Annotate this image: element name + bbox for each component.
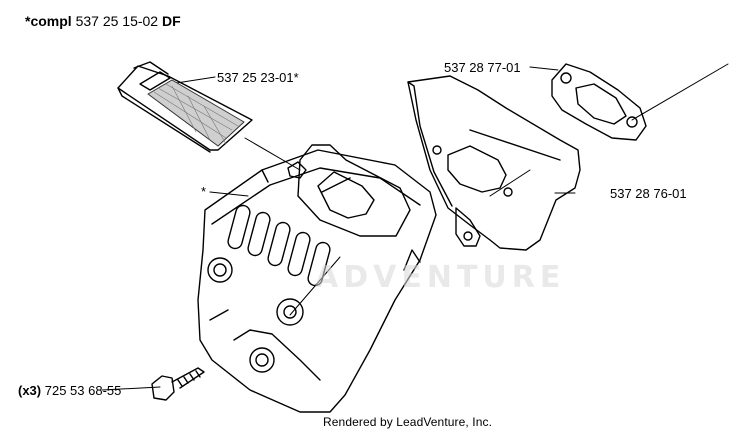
air-filter-mesh bbox=[147, 79, 245, 147]
callout-gasket[interactable]: 537 28 77-01 bbox=[444, 60, 521, 75]
header-part-number: 537 25 15-02 bbox=[75, 13, 159, 29]
header-prefix: *compl bbox=[25, 13, 72, 29]
air-filter-part bbox=[117, 61, 253, 153]
muffler-part bbox=[197, 144, 437, 413]
leader-lines bbox=[101, 63, 729, 391]
muffler-bracket-part bbox=[407, 75, 581, 251]
gasket-part bbox=[551, 63, 647, 141]
footer-credit: Rendered by LeadVenture, Inc. bbox=[323, 415, 493, 429]
callout-screw[interactable]: (x3) 725 53 68-55 bbox=[18, 383, 121, 398]
screw-quantity: (x3) bbox=[18, 383, 42, 398]
header-suffix: DF bbox=[162, 13, 181, 29]
watermark-text: ADVENTURE bbox=[315, 260, 566, 295]
assembly-header: *compl 537 25 15-02 DF bbox=[25, 14, 181, 29]
callout-air-filter[interactable]: 537 25 23-01* bbox=[217, 70, 299, 85]
screw-part-number: 725 53 68-55 bbox=[44, 383, 122, 398]
screw-part bbox=[151, 367, 205, 401]
callout-asterisk: * bbox=[201, 184, 207, 199]
callout-muffler-bracket[interactable]: 537 28 76-01 bbox=[610, 186, 687, 201]
